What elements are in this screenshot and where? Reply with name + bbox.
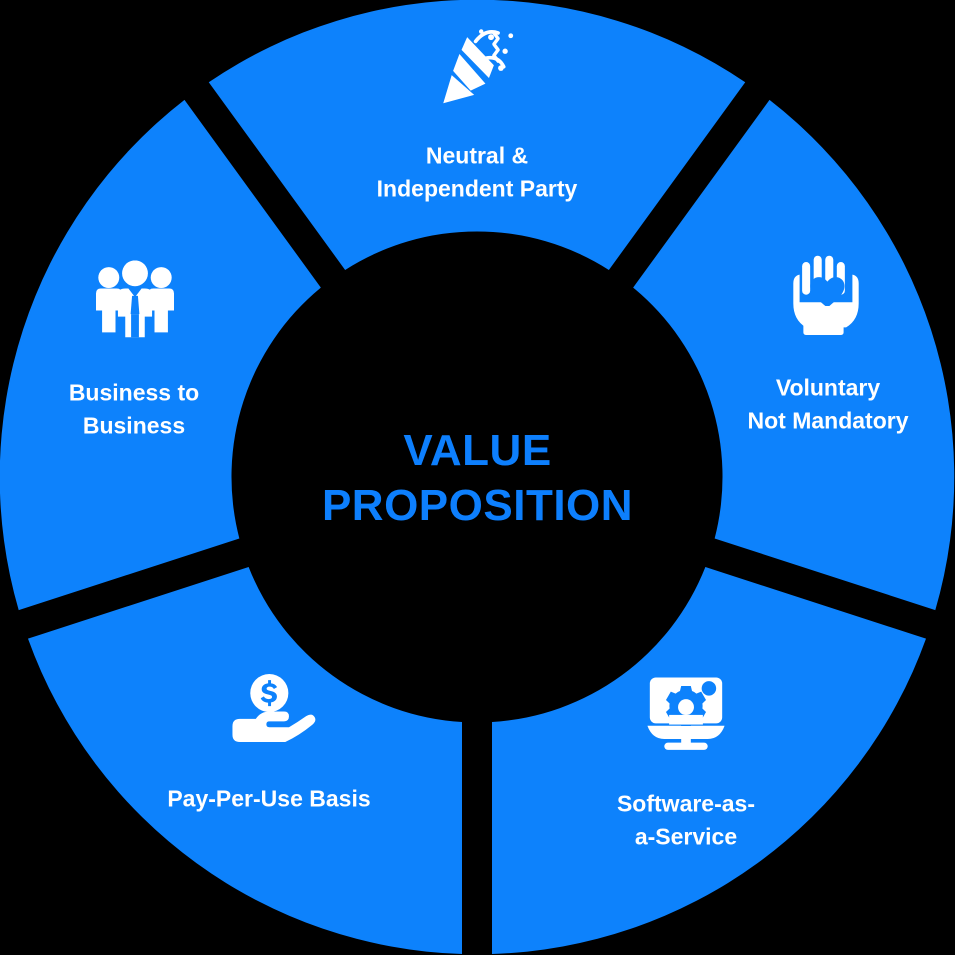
wheel-segment-software-as-a-service[interactable] — [492, 566, 927, 954]
wheel-segment-business-to-business[interactable] — [0, 99, 321, 611]
center-title: VALUE PROPOSITION — [321, 425, 634, 530]
wheel-segment-voluntary-not-mandatory[interactable] — [633, 99, 955, 611]
wheel-segment-neutral-independent-party[interactable] — [208, 0, 746, 270]
wheel-segment-pay-per-use-basis[interactable] — [27, 566, 462, 954]
